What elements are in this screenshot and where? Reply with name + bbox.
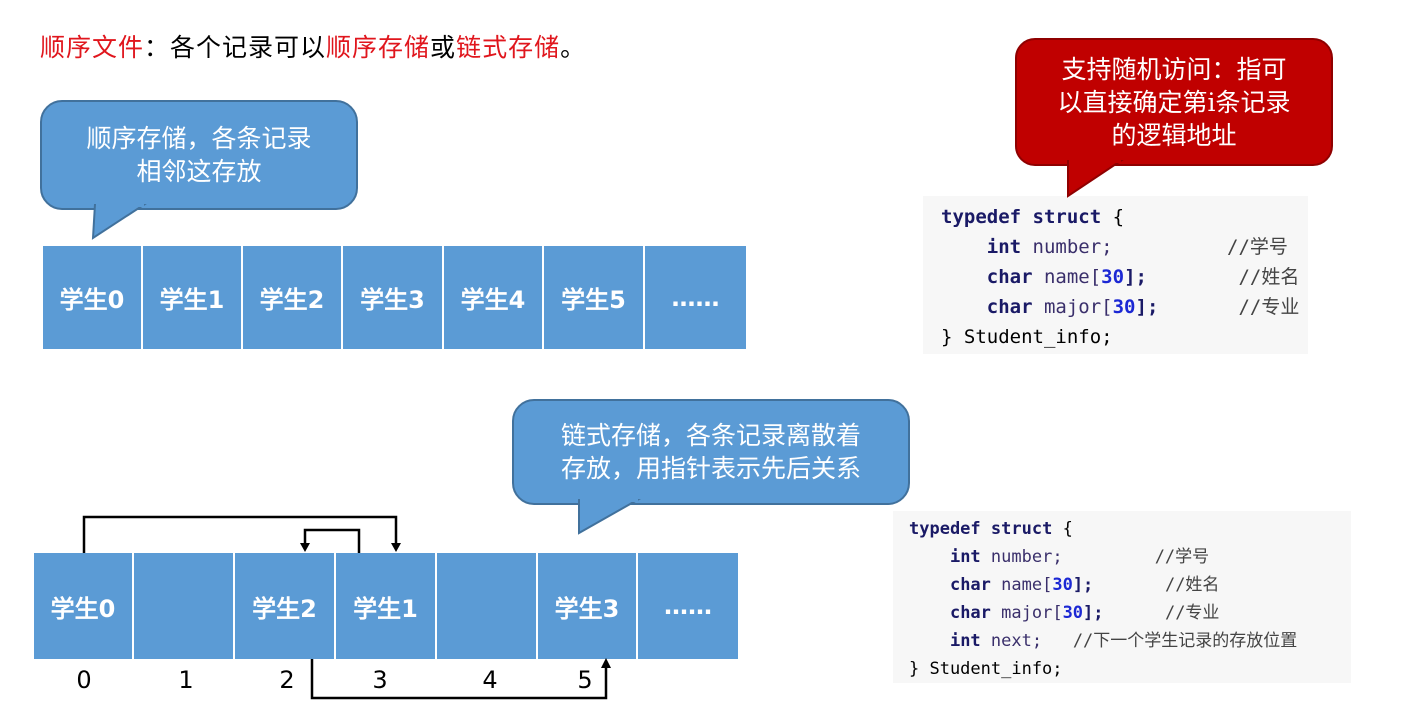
callout-random-access: 支持随机访问：指可 以直接确定第i条记录 的逻辑地址 [1015, 38, 1333, 166]
callout-linked: 链式存储，各条记录离散着 存放，用指针表示先后关系 [512, 399, 910, 505]
seq-cell: 学生5 [544, 246, 645, 349]
callout-linked-tail [578, 499, 642, 535]
code1-kw-struct: struct [1032, 206, 1102, 228]
link-cell-empty [134, 553, 235, 659]
code2-brace: { [1052, 519, 1073, 539]
code2-comment-major: //专业 [1164, 603, 1220, 623]
slide-title: 顺序文件：各个记录可以顺序存储或链式存储。 [40, 28, 586, 64]
code2-field-major-end: ]; [1083, 603, 1104, 623]
sequential-record-row: 学生0 学生1 学生2 学生3 学生4 学生5 …… [43, 246, 746, 349]
code2-comment-number: //学号 [1154, 547, 1210, 567]
seq-cell: 学生0 [43, 246, 143, 349]
link-cell: 学生2 [235, 553, 336, 659]
title-seq-storage: 顺序存储 [326, 33, 431, 62]
code2-type-char: char [949, 575, 991, 595]
code2-field-name-end: ]; [1072, 575, 1094, 595]
code2-type-int-next: int [949, 631, 981, 651]
title-sequential-file: 顺序文件 [40, 33, 145, 62]
code2-field-next: next; [980, 631, 1043, 651]
callout-linked-line2: 存放，用指针表示先后关系 [560, 454, 861, 483]
callout-random-line3: 的逻辑地址 [1111, 121, 1237, 150]
code2-comment-name: //姓名 [1164, 575, 1220, 595]
callout-sequential-tail [91, 204, 147, 240]
code1-field-number: number; [1021, 236, 1113, 258]
pointer-0-to-3 [82, 515, 398, 553]
code1-type-char: char [986, 296, 1033, 318]
slot-index: 5 [577, 666, 593, 694]
callout-random-line1: 支持随机访问：指可 [1061, 55, 1287, 84]
seq-cell: 学生4 [444, 246, 544, 349]
code2-field-number: number; [980, 547, 1063, 567]
link-cell-empty [437, 553, 538, 659]
title-period: 。 [560, 33, 587, 62]
code1-comment-major: //专业 [1238, 296, 1300, 318]
struct-code-sequential: typedef struct { int number; //学号 char n… [923, 196, 1308, 354]
code1-brace: { [1101, 206, 1125, 228]
slot-index: 0 [76, 666, 92, 694]
code2-field-name: name[ [990, 575, 1053, 595]
seq-cell: 学生3 [343, 246, 444, 349]
code1-field-name: name[ [1032, 266, 1102, 288]
code2-comment-next: //下一个学生记录的存放位置 [1072, 631, 1298, 651]
seq-cell-ellipsis: …… [645, 246, 746, 349]
callout-sequential-line2: 相邻这存放 [136, 157, 262, 186]
title-text-or: 或 [430, 33, 457, 62]
pointer-3-to-2 [303, 528, 361, 553]
callout-sequential-line1: 顺序存储，各条记录 [86, 124, 312, 153]
code2-kw-typedef: typedef [909, 519, 981, 539]
code1-field-major: major[ [1032, 296, 1113, 318]
pointer-3-to-2-head [300, 543, 310, 552]
code1-kw-typedef: typedef [941, 206, 1022, 228]
code1-comment-number: //学号 [1227, 236, 1288, 258]
seq-cell: 学生2 [243, 246, 343, 349]
code2-size-name: 30 [1052, 575, 1073, 595]
slot-index: 1 [178, 666, 194, 694]
link-cell-ellipsis: …… [638, 553, 738, 659]
code1-close: } Student_info; [941, 326, 1113, 348]
slot-index: 2 [279, 666, 295, 694]
callout-linked-line1: 链式存储，各条记录离散着 [560, 421, 861, 450]
code1-size-name: 30 [1101, 266, 1125, 288]
callout-random-line2: 以直接确定第i条记录 [1057, 88, 1291, 117]
link-cell: 学生0 [34, 553, 134, 659]
code1-comment-name: //姓名 [1238, 266, 1300, 288]
code2-type-int: int [949, 547, 981, 567]
pointer-2-to-5 [310, 659, 608, 700]
link-cell: 学生1 [336, 553, 437, 659]
linked-record-row: 学生0 学生2 学生1 学生3 …… [34, 553, 738, 659]
code1-size-major: 30 [1112, 296, 1136, 318]
callout-sequential: 顺序存储，各条记录 相邻这存放 [40, 100, 358, 210]
code1-type-int: int [986, 236, 1022, 258]
code2-type-char: char [949, 603, 991, 623]
slot-index: 4 [482, 666, 498, 694]
code2-close: } Student_info; [909, 659, 1063, 679]
struct-code-linked: typedef struct { int number; //学号 char n… [893, 511, 1351, 683]
pointer-0-to-3-head [391, 543, 401, 552]
title-link-storage: 链式存储 [456, 33, 561, 62]
code1-field-major-end: ]; [1135, 296, 1159, 318]
code2-size-major: 30 [1062, 603, 1084, 623]
link-cell: 学生3 [538, 553, 638, 659]
code2-field-major: major[ [990, 603, 1063, 623]
code2-kw-struct: struct [990, 519, 1053, 539]
code1-field-name-end: ]; [1124, 266, 1147, 288]
callout-random-tail [1067, 160, 1124, 198]
seq-cell: 学生1 [143, 246, 243, 349]
title-text-a: ：各个记录可以 [144, 33, 327, 62]
pointer-2-to-5-head [601, 658, 611, 668]
code1-type-char: char [986, 266, 1033, 288]
slot-index: 3 [372, 666, 388, 694]
